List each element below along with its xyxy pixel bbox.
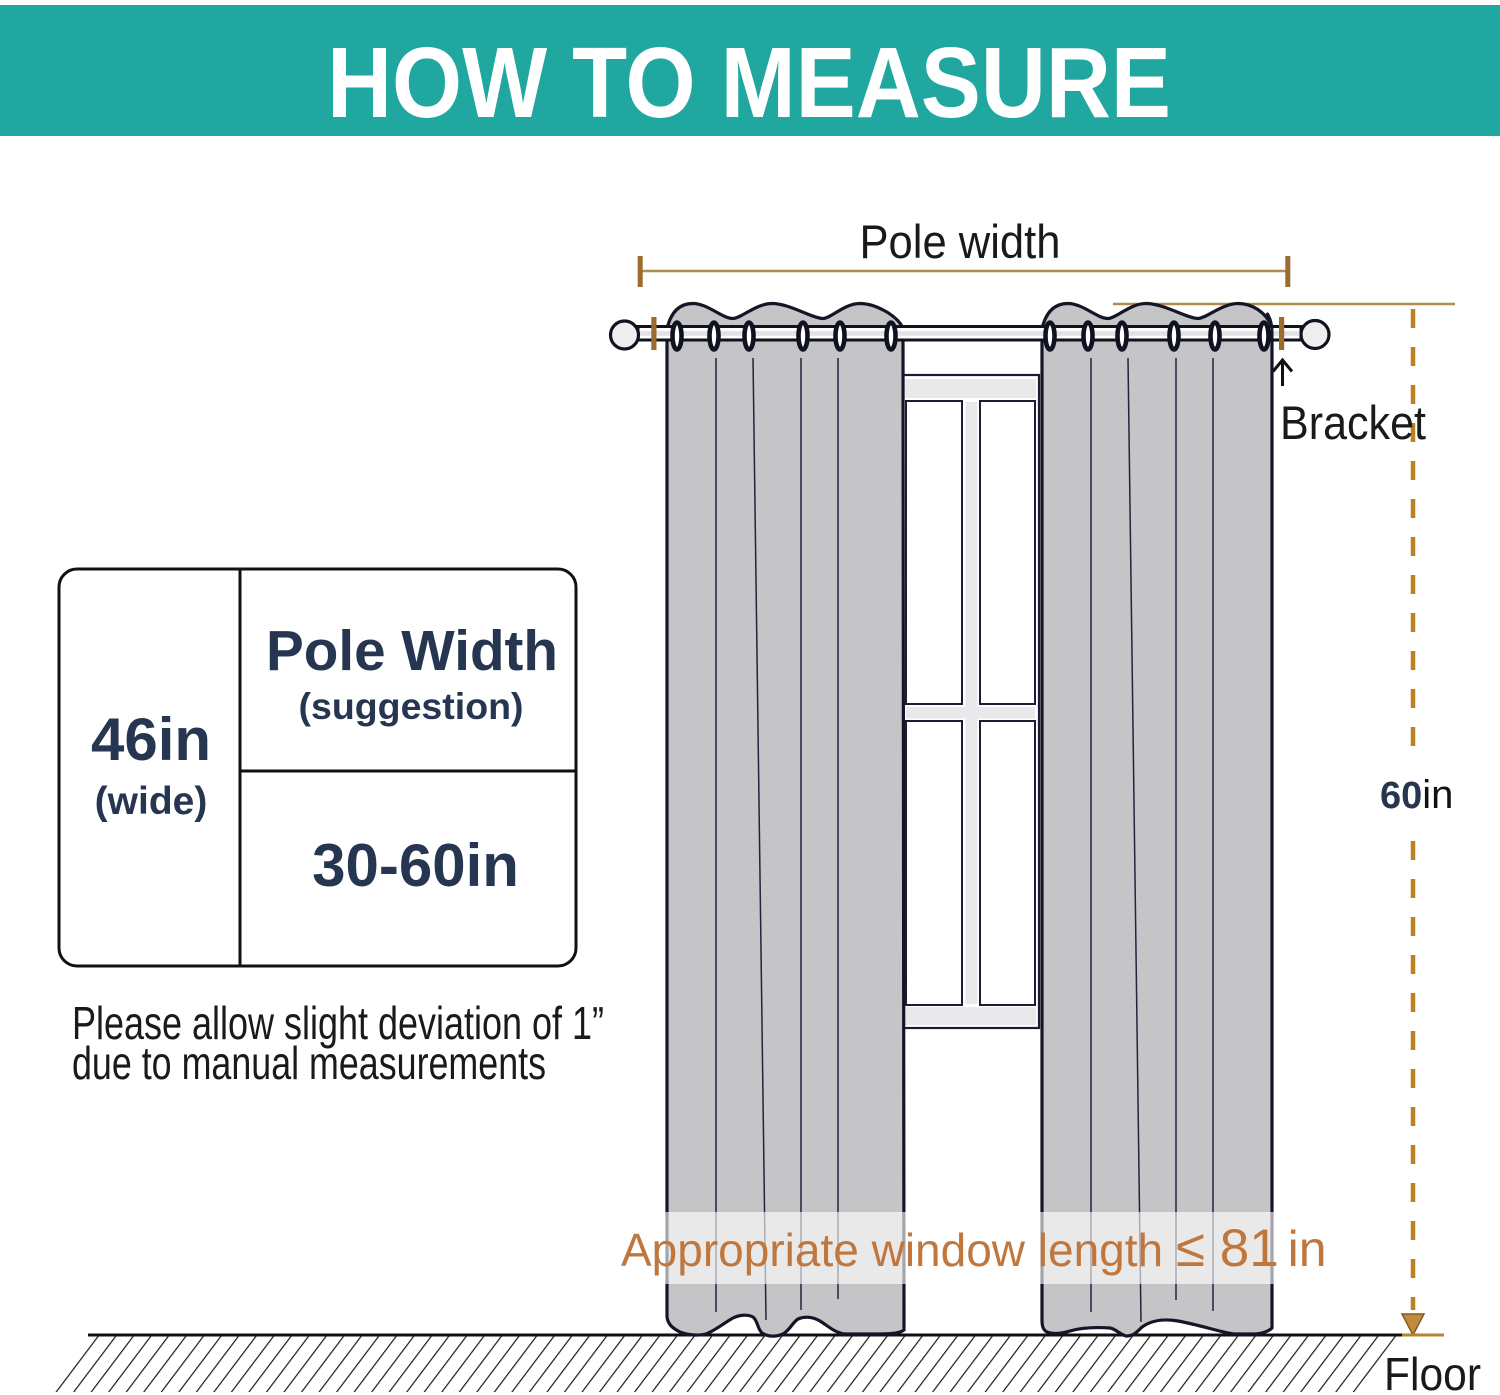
svg-text:30-60in: 30-60in xyxy=(312,832,519,899)
svg-text:Pole Width: Pole Width xyxy=(266,619,558,683)
svg-text:HOW TO MEASURE: HOW TO MEASURE xyxy=(327,27,1171,139)
svg-text:due to manual measurements: due to manual measurements xyxy=(72,1037,546,1089)
svg-text:60in: 60in xyxy=(1380,773,1453,817)
svg-text:Pole width: Pole width xyxy=(860,215,1061,268)
svg-text:Please allow slight deviation: Please allow slight deviation of 1” xyxy=(72,997,604,1049)
svg-text:Bracket: Bracket xyxy=(1280,396,1426,449)
svg-text:Floor: Floor xyxy=(1384,1348,1481,1395)
svg-text:(wide): (wide) xyxy=(95,780,208,823)
svg-text:(suggestion): (suggestion) xyxy=(299,686,524,727)
svg-text:46in: 46in xyxy=(91,706,211,773)
